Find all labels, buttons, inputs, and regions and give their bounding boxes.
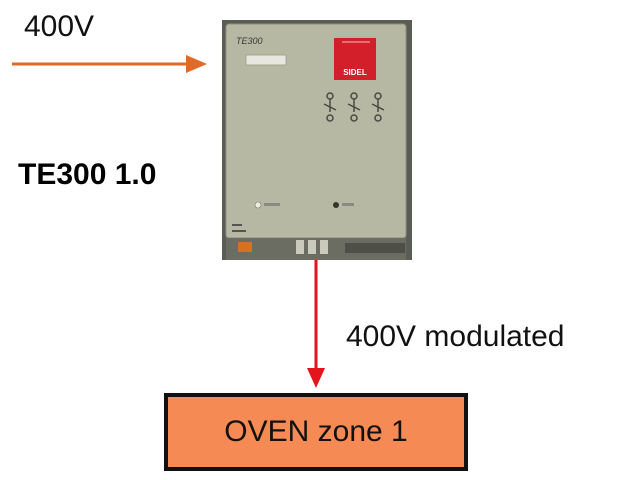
oven-zone-box: OVEN zone 1 (164, 393, 468, 471)
sidel-logo: SIDEL (334, 38, 376, 80)
output-voltage-label: 400V modulated (346, 320, 565, 353)
led-right (333, 202, 339, 208)
led-left (254, 201, 262, 209)
te300-device: TE300 SIDEL (222, 20, 412, 260)
device-name-label: TE300 1.0 (18, 158, 157, 191)
output-arrow (307, 260, 325, 388)
fuse-symbols (323, 92, 385, 122)
oven-zone-label: OVEN zone 1 (224, 415, 408, 448)
terminal-strip (226, 238, 406, 260)
device-front-model: TE300 (236, 36, 263, 46)
led-left-caption (264, 203, 280, 206)
input-voltage-label: 400V (24, 10, 95, 43)
input-arrow (12, 55, 207, 73)
device-id-plate (245, 54, 287, 66)
led-right-caption (342, 203, 354, 206)
brand-name: SIDEL (343, 68, 367, 77)
